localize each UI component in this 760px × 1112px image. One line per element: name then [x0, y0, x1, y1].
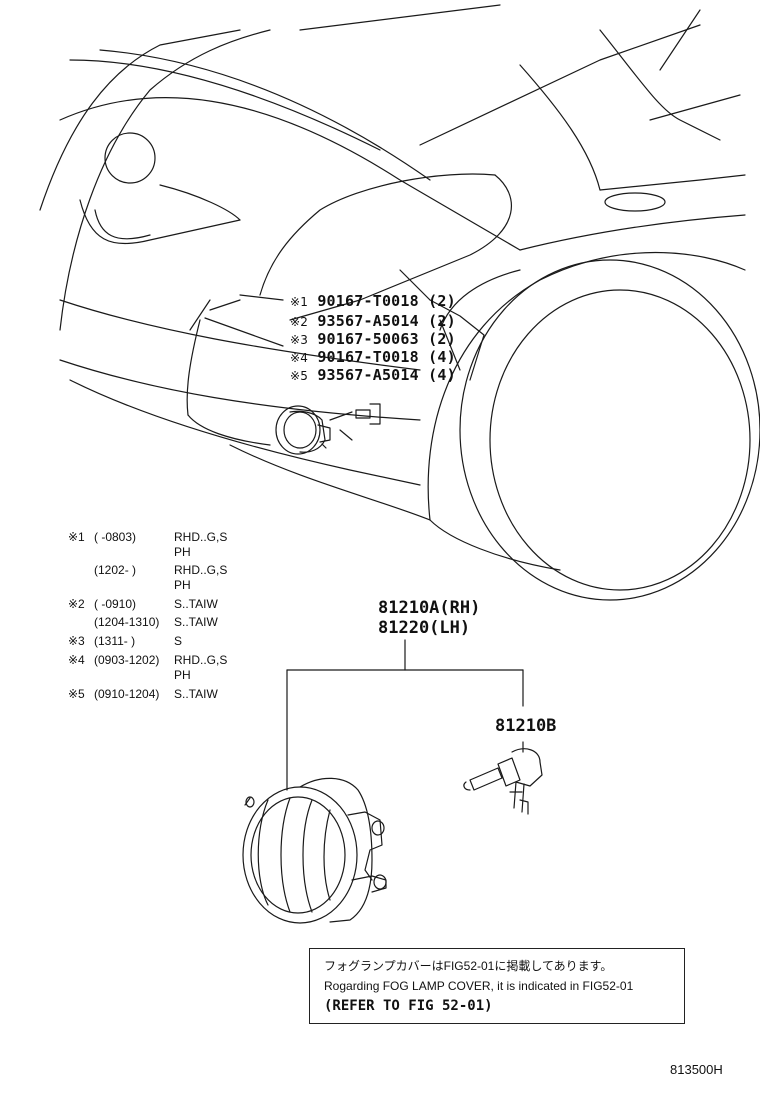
callout-quantity: (2): [428, 330, 456, 348]
note-spec: RHD..G,S: [174, 653, 228, 667]
note-date-range: ( -0803): [94, 530, 137, 544]
note-mark: ※3: [68, 634, 85, 648]
reference-info-box: フォグランプカバーはFIG52-01に掲載してあります。 Rogarding F…: [309, 948, 685, 1024]
note-date-range: ( -0910): [94, 597, 137, 611]
note-date-range: (0903-1202): [94, 653, 160, 667]
callout-mark: ※4: [290, 351, 309, 365]
callout-row-5: ※5 93567-A5014 (4): [290, 366, 456, 385]
callout-mark: ※2: [290, 315, 309, 329]
note-mark: ※2: [68, 597, 85, 611]
installed-fog-lamp-sketch: [275, 403, 381, 455]
note-spec: S..TAIW: [174, 687, 218, 701]
note-spec: PH: [174, 578, 191, 592]
part-number-bulb: 81210B: [495, 716, 557, 736]
callout-part-number: 93567-A5014: [317, 366, 419, 384]
callout-mark: ※5: [290, 369, 309, 383]
callout-quantity: (4): [428, 348, 456, 366]
note-mark: ※4: [68, 653, 85, 667]
note-date-range: (1202- ): [94, 563, 137, 577]
note-spec: PH: [174, 668, 191, 682]
note-date-range: (0910-1204): [94, 687, 160, 701]
info-line-japanese: フォグランプカバーはFIG52-01に掲載してあります。: [324, 959, 613, 973]
callout-row-4: ※4 90167-T0018 (4): [290, 348, 456, 367]
callout-quantity: (2): [428, 292, 456, 310]
note-spec: PH: [174, 545, 191, 559]
note-mark: ※5: [68, 687, 85, 701]
callout-mark: ※3: [290, 333, 309, 347]
callout-part-number: 93567-A5014: [317, 312, 419, 330]
assembly-bracket-lines: [286, 639, 524, 791]
note-spec: S: [174, 634, 183, 648]
note-date-range: (1204-1310): [94, 615, 160, 629]
callout-mark: ※1: [290, 295, 309, 309]
note-mark: ※1: [68, 530, 85, 544]
vehicle-body-outline: [39, 4, 760, 601]
part-number-rh: 81210A(RH): [378, 598, 481, 618]
callout-part-number: 90167-T0018: [317, 348, 419, 366]
part-number-lh: 81220(LH): [378, 618, 471, 638]
fog-lamp-assembly-drawing: [242, 777, 387, 924]
note-spec: S..TAIW: [174, 597, 218, 611]
callout-quantity: (2): [428, 312, 456, 330]
callout-row-2: ※2 93567-A5014 (2): [290, 312, 456, 331]
note-spec: S..TAIW: [174, 615, 218, 629]
info-line-refer: (REFER TO FIG 52-01): [324, 998, 493, 1014]
note-spec: RHD..G,S: [174, 563, 228, 577]
callout-quantity: (4): [428, 366, 456, 384]
callout-row-1: ※1 90167-T0018 (2): [290, 292, 456, 311]
figure-id: 813500H: [670, 1062, 723, 1077]
callout-part-number: 90167-50063: [317, 330, 419, 348]
callout-row-3: ※3 90167-50063 (2): [290, 330, 456, 349]
note-date-range: (1311- ): [94, 634, 136, 648]
info-line-english: Rogarding FOG LAMP COVER, it is indicate…: [324, 979, 634, 993]
note-spec: RHD..G,S: [174, 530, 228, 544]
fog-lamp-bulb-drawing: [463, 748, 543, 815]
callout-part-number: 90167-T0018: [317, 292, 419, 310]
